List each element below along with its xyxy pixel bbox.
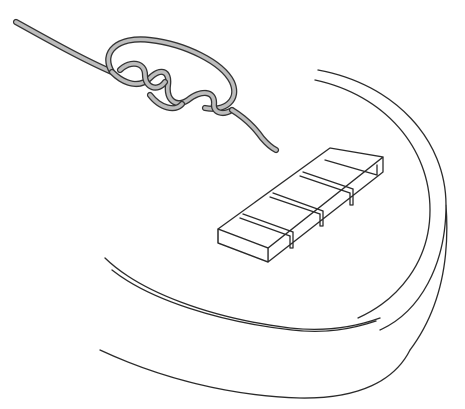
notched-block-icon — [217, 147, 384, 263]
knot-icon — [12, 18, 280, 154]
round-plate-icon — [99, 69, 448, 399]
